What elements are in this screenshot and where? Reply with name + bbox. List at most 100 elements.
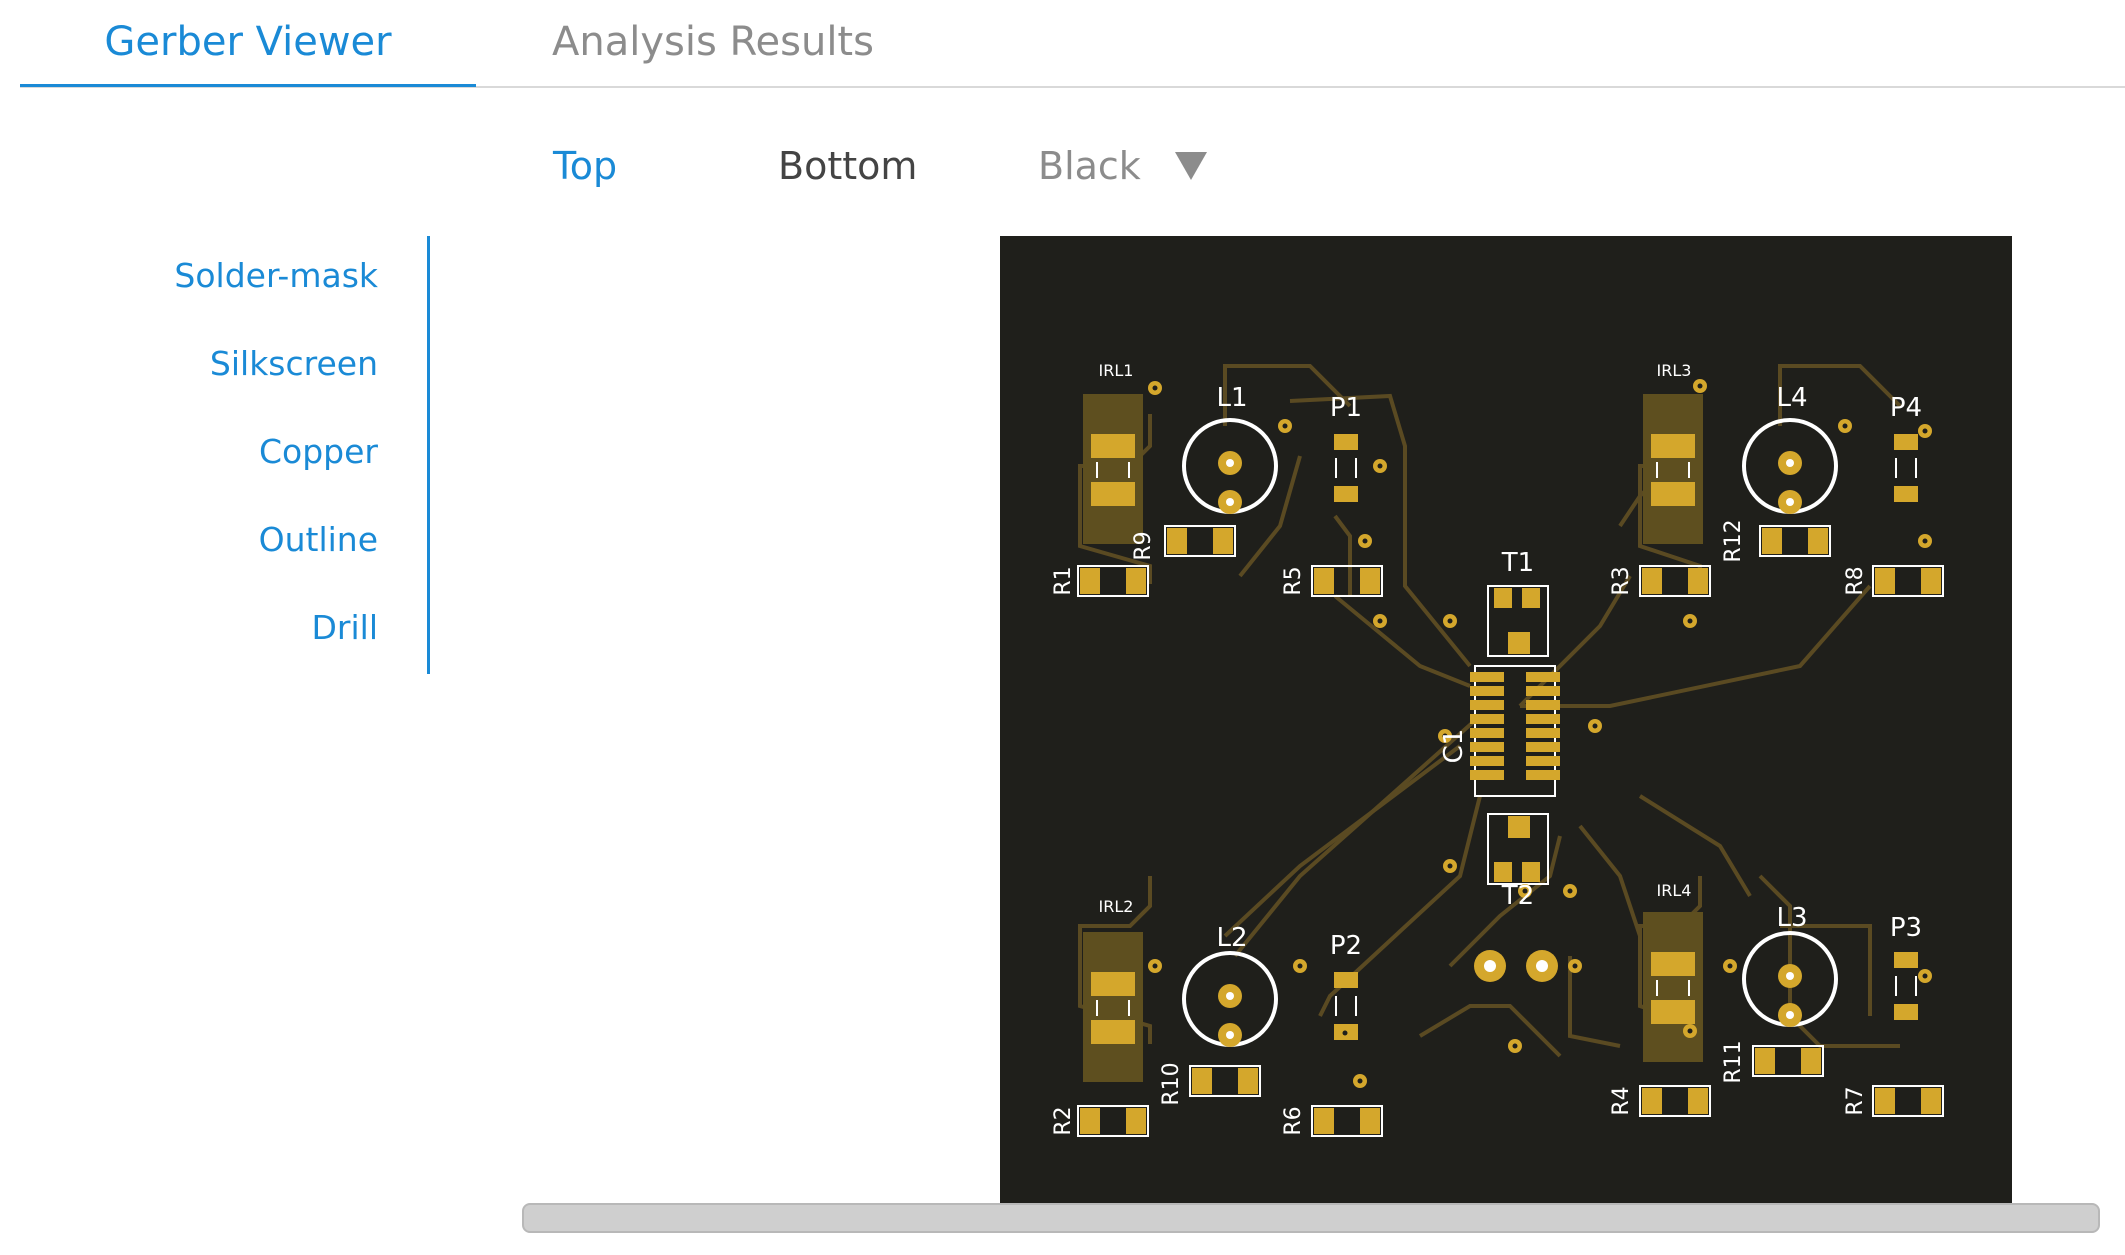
pcb-ref-label: R6 (1281, 1106, 1306, 1135)
pcb-ref-label: R1 (1051, 566, 1076, 595)
pcb-ref-label: P1 (1330, 393, 1362, 423)
pcb-via-hole (1922, 428, 1928, 434)
pcb-ref-label: IRL1 (1099, 361, 1134, 380)
layer-silkscreen[interactable]: Silkscreen (209, 344, 378, 383)
resistor-pad (1921, 568, 1941, 594)
transistor-pad (1522, 588, 1540, 608)
plug-pad (1894, 434, 1918, 450)
ic-pin (1470, 770, 1504, 780)
pcb-trace (1333, 514, 1352, 596)
resistor-pad (1080, 568, 1100, 594)
pcb-via-hole (1572, 963, 1578, 969)
pcb-via-hole (1282, 423, 1288, 429)
ic-pin (1470, 742, 1504, 752)
ic-pin (1470, 728, 1504, 738)
resistor-outline (1872, 1085, 1944, 1117)
resistor-outline (1752, 1045, 1824, 1077)
plug-pad (1894, 1004, 1918, 1020)
transistor-pad (1494, 862, 1512, 882)
irl-body (1643, 912, 1703, 1062)
resistor-outline (1639, 565, 1711, 597)
pcb-trace (1568, 956, 1621, 1048)
irl-pad (1651, 434, 1695, 458)
resistor-outline (1639, 1085, 1711, 1117)
pcb-ref-label: R4 (1609, 1086, 1634, 1115)
ic-pin (1526, 770, 1560, 780)
horizontal-scrollbar[interactable] (522, 1203, 2100, 1233)
pcb-trace (1078, 414, 1152, 584)
resistor-pad (1808, 528, 1828, 554)
irl-pad (1091, 482, 1135, 506)
pcb-via-hole (1362, 538, 1368, 544)
side-bottom-button[interactable]: Bottom (778, 144, 918, 188)
layer-copper[interactable]: Copper (259, 432, 378, 471)
active-tab-indicator (20, 84, 476, 87)
pcb-via-hole (1592, 723, 1598, 729)
layer-drill[interactable]: Drill (311, 608, 378, 647)
ic-pin (1470, 672, 1504, 682)
pcb-via-hole (1152, 963, 1158, 969)
pcb-ref-label: R12 (1721, 519, 1746, 562)
resistor-pad (1314, 1108, 1334, 1134)
pcb-trace (1578, 824, 1642, 937)
ic-pin (1470, 714, 1504, 724)
pcb-via-hole (1297, 963, 1303, 969)
board-color-select[interactable]: Black (1038, 139, 1207, 193)
transistor-pad (1508, 816, 1530, 838)
pcb-trace (1223, 364, 1352, 426)
tab-bar: Gerber Viewer Analysis Results (0, 0, 2125, 88)
resistor-pad (1762, 528, 1782, 554)
pcb-trace (1778, 364, 1902, 426)
pcb-ref-label: L1 (1216, 383, 1247, 413)
resistor-pad (1192, 1068, 1212, 1094)
plug-pad (1894, 952, 1918, 968)
irl-pad (1651, 952, 1695, 976)
board-color-value: Black (1038, 144, 1141, 188)
pcb-trace (1078, 876, 1152, 1044)
ic-pin (1526, 728, 1560, 738)
power-pad-hole (1484, 960, 1496, 972)
pcb-via-hole (1342, 1030, 1348, 1036)
led-hole (1226, 992, 1234, 1000)
irl-pad (1091, 434, 1135, 458)
led-hole (1786, 1011, 1794, 1019)
pcb-ref-label: P4 (1890, 393, 1922, 423)
pcb-via-hole (1522, 888, 1528, 894)
plug-pad (1334, 972, 1358, 988)
transistor-pad (1508, 632, 1530, 654)
ic-pin (1526, 714, 1560, 724)
pcb-via-hole (1377, 463, 1383, 469)
resistor-outline (1189, 1065, 1261, 1097)
resistor-pad (1314, 568, 1334, 594)
tab-analysis-results[interactable]: Analysis Results (552, 19, 874, 65)
resistor-pad (1755, 1048, 1775, 1074)
pcb-via-hole (1922, 973, 1928, 979)
led-hole (1786, 459, 1794, 467)
pcb-ref-label: P3 (1890, 913, 1922, 943)
pcb-trace (1233, 714, 1482, 958)
layer-solder-mask[interactable]: Solder-mask (174, 256, 378, 295)
pcb-ref-label: IRL3 (1657, 361, 1692, 380)
resistor-pad (1213, 528, 1233, 554)
pcb-trace (1418, 1004, 1562, 1058)
layer-outline[interactable]: Outline (258, 520, 378, 559)
resistor-pad (1688, 568, 1708, 594)
ic-pin (1470, 756, 1504, 766)
pcb-via-hole (1567, 888, 1573, 894)
plug-pad (1894, 486, 1918, 502)
plug-pad (1334, 486, 1358, 502)
tab-gerber-viewer[interactable]: Gerber Viewer (104, 19, 392, 65)
pcb-ref-label: C1 (1439, 729, 1469, 764)
ic-pin (1526, 686, 1560, 696)
transistor-outline (1487, 585, 1549, 657)
resistor-pad (1688, 1088, 1708, 1114)
pcb-via-hole (1377, 618, 1383, 624)
pcb-trace (1333, 594, 1471, 688)
pcb-trace (1289, 393, 1472, 668)
pcb-ref-label: R5 (1281, 566, 1306, 595)
resistor-pad (1126, 568, 1146, 594)
pcb-via-hole (1842, 423, 1848, 429)
ic-pin (1526, 742, 1560, 752)
pcb-ref-label: R8 (1843, 566, 1868, 595)
side-top-button[interactable]: Top (553, 144, 618, 188)
